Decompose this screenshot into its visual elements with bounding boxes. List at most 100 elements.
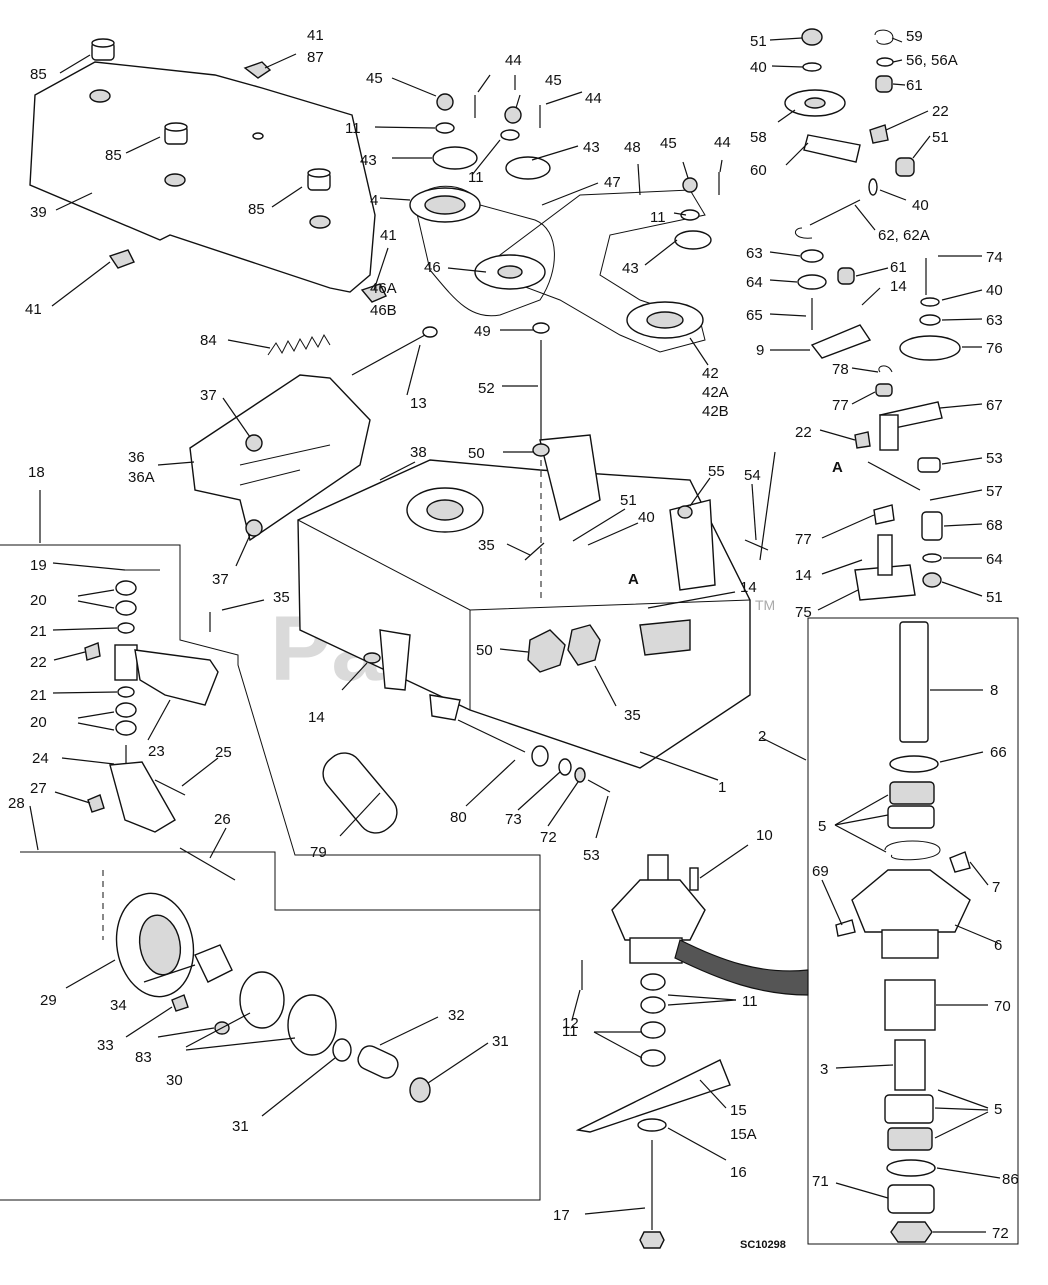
pin-26 [179, 847, 236, 881]
callout-69: 69 [812, 863, 829, 880]
callout-2: 2 [758, 728, 766, 745]
fitting-22 [869, 124, 889, 144]
callout-57: 57 [986, 483, 1003, 500]
callout-9: 9 [756, 342, 764, 359]
callout-55: 55 [708, 463, 725, 480]
callout-43: 43 [583, 139, 600, 156]
callout-77: 77 [795, 531, 812, 548]
callout-72: 72 [540, 829, 557, 846]
washer-63 [800, 249, 824, 263]
washer-20-c [115, 720, 137, 736]
bushing-80 [531, 745, 549, 767]
callout-63: 63 [746, 245, 763, 262]
nut-45 [436, 93, 454, 111]
callout-24: 24 [32, 750, 49, 767]
callout-38: 38 [410, 444, 427, 461]
callout-22: 22 [30, 654, 47, 671]
plate-hole [164, 173, 186, 187]
callout-40: 40 [912, 197, 929, 214]
callout-78: 78 [832, 361, 849, 378]
callout-a: A [832, 459, 843, 476]
spacer-32 [357, 1045, 399, 1079]
rod-57 [867, 461, 921, 491]
callout-5: 5 [994, 1101, 1002, 1118]
clip-59 [874, 29, 894, 45]
callout-43: 43 [360, 152, 377, 169]
callout-51: 51 [620, 492, 637, 509]
knob-41-left [108, 249, 135, 269]
callout-39: 39 [30, 204, 47, 221]
callout-62: 62, 62A [878, 227, 930, 244]
nut-51-mid [895, 157, 915, 177]
callout-1: 1 [718, 779, 726, 796]
washer-40-mid [868, 178, 878, 196]
hub-30-b [287, 994, 337, 1056]
spindle-shaft-8 [899, 621, 929, 743]
bearing-cup-5-bottom [884, 1094, 934, 1124]
deck-bracket [669, 499, 716, 591]
nut-49 [532, 322, 550, 334]
callout-35: 35 [478, 537, 495, 554]
bearing-34 [194, 944, 233, 983]
callout-14: 14 [795, 567, 812, 584]
bolt-13-head [422, 326, 438, 338]
callout-66: 66 [990, 744, 1007, 761]
callout-21: 21 [30, 687, 47, 704]
washer-31-a [332, 1038, 352, 1062]
callout-53: 53 [583, 847, 600, 864]
callout-33: 33 [97, 1037, 114, 1054]
pulley-71 [887, 1184, 935, 1214]
pulley-58-hub [804, 97, 826, 109]
callout-46: 46 [424, 259, 441, 276]
callout-60: 60 [750, 162, 767, 179]
callout-29: 29 [40, 992, 57, 1009]
spacer-61b [837, 267, 855, 285]
callout-45: 45 [545, 72, 562, 89]
callout-41: 41 [380, 227, 397, 244]
spacer-61 [875, 75, 893, 93]
callout-11: 11 [562, 1023, 578, 1040]
callout-42b: 42B [702, 403, 729, 420]
callout-34: 34 [110, 997, 127, 1014]
spindle-housing-6 [851, 869, 971, 933]
bushing-68 [921, 511, 943, 541]
callout-16: 16 [730, 1164, 747, 1181]
leader-shadow [674, 939, 809, 996]
arm-60 [803, 134, 861, 163]
pulley-46-hub [497, 265, 523, 279]
callout-53: 53 [986, 450, 1003, 467]
washer-40-right [920, 297, 940, 307]
washer-73 [558, 758, 572, 776]
callout-85: 85 [248, 201, 265, 218]
callout-56: 56, 56A [906, 52, 958, 69]
nut-37-bottom [245, 519, 263, 537]
bolt-69 [835, 919, 856, 937]
callout-46b: 46B [370, 302, 397, 319]
callout-54: 54 [744, 467, 761, 484]
callout-12: 12 [562, 1015, 579, 1032]
callout-labels: 85 41 87 85 39 85 41 41 46A 46B 84 13 37… [8, 27, 1019, 1251]
diagram-code: SC10298 [740, 1239, 786, 1251]
callout-87: 87 [307, 49, 324, 66]
callout-47: 47 [604, 174, 621, 191]
callout-58: 58 [750, 129, 767, 146]
callout-43: 43 [622, 260, 639, 277]
callout-65: 65 [746, 307, 763, 324]
bolt-53 [587, 779, 611, 793]
arm-9 [810, 324, 872, 359]
callout-75: 75 [795, 604, 812, 621]
callout-83: 83 [135, 1049, 152, 1066]
callout-80: 80 [450, 809, 467, 826]
callout-22: 22 [795, 424, 812, 441]
callout-45: 45 [366, 70, 383, 87]
washer-11-a [640, 973, 666, 991]
callout-14: 14 [890, 278, 907, 295]
callout-40: 40 [638, 509, 655, 526]
bearing-5-bottom [887, 1127, 933, 1151]
nut-55 [677, 505, 693, 519]
nut-27 [87, 794, 105, 813]
washer-11 [435, 122, 455, 134]
callout-30: 30 [166, 1072, 183, 1089]
